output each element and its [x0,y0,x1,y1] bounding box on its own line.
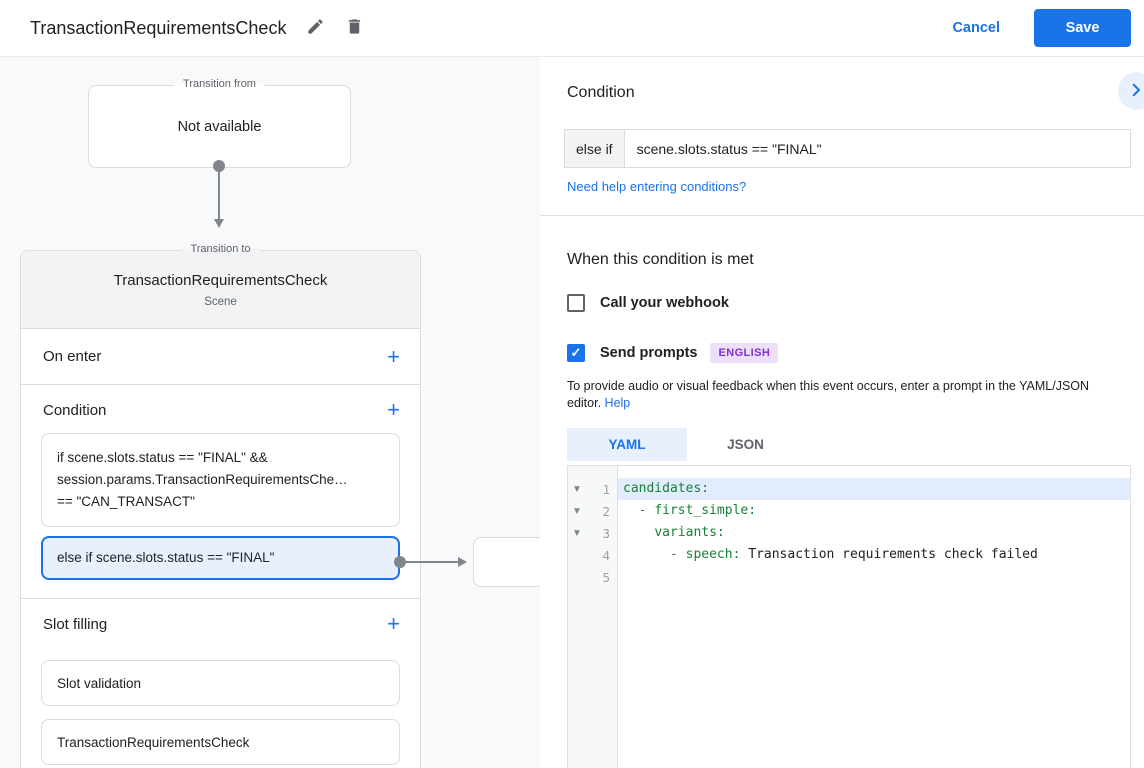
prompt-description-text: To provide audio or visual feedback when… [567,379,1090,410]
delete-scene-button[interactable] [345,17,364,39]
send-prompts-checkbox[interactable]: ✓ [567,344,585,362]
condition-text: else if scene.slots.status == "FINAL" [57,550,275,565]
page-title: TransactionRequirementsCheck [30,17,287,38]
add-slot-button[interactable]: + [387,611,400,636]
arrow-right-icon [458,557,467,567]
call-webhook-label: Call your webhook [600,295,729,311]
condition-section: Condition + if scene.slots.status == "FI… [21,385,420,599]
line-number: 4 [602,547,610,563]
when-condition-heading: When this condition is met [567,251,754,268]
condition-text: == "CAN_TRANSACT" [57,494,195,509]
scene-diagram-canvas: Transition from Not available Transition… [0,57,540,768]
condition-editor-panel: Condition else if Need help entering con… [540,57,1144,768]
tab-yaml[interactable]: YAML [567,428,687,461]
scene-card-header[interactable]: TransactionRequirementsCheck Scene [21,251,420,329]
add-condition-button[interactable]: + [387,397,400,422]
line-number: 1 [602,481,610,497]
condition-expression-input[interactable] [623,129,1131,168]
slot-filling-section: Slot filling + Slot validation Transacti… [21,599,420,768]
collapse-panel-button[interactable] [1118,72,1144,110]
condition-text: session.params.TransactionRequirementsCh… [57,472,348,487]
code-line[interactable]: candidates: [618,478,1130,500]
help-link[interactable]: Help [604,395,631,410]
call-webhook-checkbox[interactable] [567,294,585,312]
code-line[interactable]: - speech: Transaction requirements check… [618,544,1130,566]
conditions-help-link[interactable]: Need help entering conditions? [567,179,747,194]
fold-arrow-icon[interactable]: ▼ [572,505,582,517]
chevron-right-icon [1127,81,1144,102]
fold-arrow-icon[interactable]: ▼ [572,483,582,495]
arrow-down-icon [214,219,224,228]
code-token: variants: [654,525,725,540]
gutter-row: ▼3 [568,522,617,544]
code-token: - [623,503,655,518]
on-enter-section: On enter + [21,329,420,385]
edit-title-button[interactable] [306,17,325,39]
code-token: Transaction requirements check failed [740,547,1038,562]
code-line[interactable]: variants: [618,522,1130,544]
code-token: candidates: [623,481,710,496]
slot-item[interactable]: Slot validation [41,660,400,706]
gutter-row: 4 [568,544,617,566]
code-token: first_simple: [654,503,757,518]
add-on-enter-button[interactable]: + [387,343,400,369]
condition-expression-row: else if [564,129,1131,168]
save-button[interactable]: Save [1034,9,1131,47]
transition-to-node: Transition to TransactionRequirementsChe… [20,243,421,768]
condition-item-selected[interactable]: else if scene.slots.status == "FINAL" [41,536,400,580]
code-token: - [623,547,686,562]
on-enter-label: On enter [43,348,102,365]
transition-from-node[interactable]: Transition from Not available [88,78,351,168]
language-badge: ENGLISH [710,343,779,363]
code-token [623,525,654,540]
prompt-description: To provide audio or visual feedback when… [567,378,1125,411]
cancel-button[interactable]: Cancel [952,20,1000,36]
fold-arrow-icon[interactable]: ▼ [572,527,582,539]
condition-section-label: Condition [43,401,107,419]
code-token: speech: [685,547,741,562]
slot-filling-label: Slot filling [43,615,108,633]
editor-code[interactable]: candidates: - first_simple: variants: - … [618,466,1130,768]
line-number: 3 [602,525,610,541]
transition-from-legend: Transition from [174,78,265,90]
tab-json[interactable]: JSON [727,437,764,452]
slot-item[interactable]: TransactionRequirementsCheck [41,719,400,765]
send-prompts-label: Send prompts [600,345,698,361]
scene-subtitle: Scene [204,296,237,308]
panel-heading: Condition [567,84,635,101]
gutter-row: ▼2 [568,500,617,522]
editor-format-tabs: YAML JSON [567,428,804,461]
gutter-row: 5 [568,566,617,588]
pencil-icon [306,17,325,39]
gutter-row: ▼1 [568,478,617,500]
transition-from-content: Not available [177,118,262,135]
top-bar: TransactionRequirementsCheck Cancel Save [0,0,1144,57]
transition-target-node[interactable] [473,537,540,587]
connector-dot [213,160,225,172]
connector-line-horizontal [404,561,458,563]
line-number: 5 [602,569,610,585]
connector-dot [394,556,406,568]
transition-to-legend: Transition to [181,243,260,255]
connector-line-vertical [218,166,220,219]
panel-divider [540,215,1144,216]
condition-item[interactable]: if scene.slots.status == "FINAL" && sess… [41,433,400,527]
condition-prefix: else if [564,129,624,168]
scene-title: TransactionRequirementsCheck [113,272,328,289]
line-number: 2 [602,503,610,519]
trash-icon [345,17,364,39]
code-line[interactable] [618,566,1130,588]
code-line[interactable]: - first_simple: [618,500,1130,522]
condition-text: if scene.slots.status == "FINAL" && [57,450,268,465]
